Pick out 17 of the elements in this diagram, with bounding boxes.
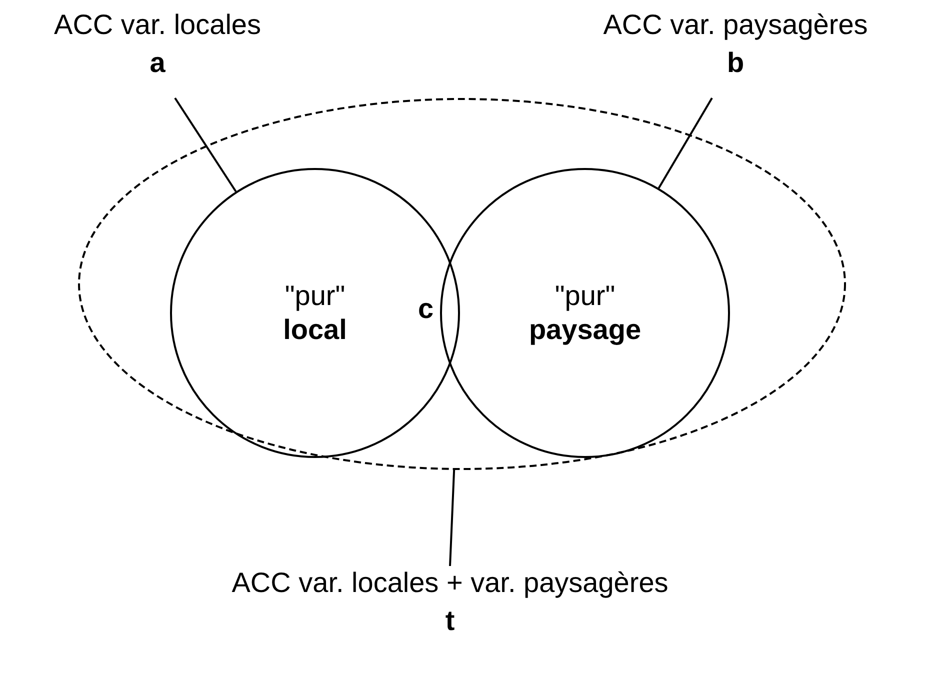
dashed-ellipse — [78, 98, 846, 470]
leader-line — [658, 98, 713, 189]
text-label: local — [283, 313, 347, 347]
leader-line — [174, 97, 237, 192]
venn-circle — [440, 168, 730, 458]
text-label: ACC var. locales + var. paysagères — [232, 566, 668, 600]
text-label: paysage — [528, 313, 642, 347]
text-label: ACC var. paysagères — [603, 8, 868, 42]
text-label: b — [726, 46, 744, 80]
text-label: t — [445, 604, 455, 638]
text-label: "pur" — [284, 279, 346, 313]
text-label: a — [150, 46, 166, 80]
text-label: "pur" — [554, 279, 616, 313]
region-label: c — [418, 292, 434, 326]
leader-line — [449, 470, 456, 566]
text-label: ACC var. locales — [54, 8, 261, 42]
venn-circle — [170, 168, 460, 458]
